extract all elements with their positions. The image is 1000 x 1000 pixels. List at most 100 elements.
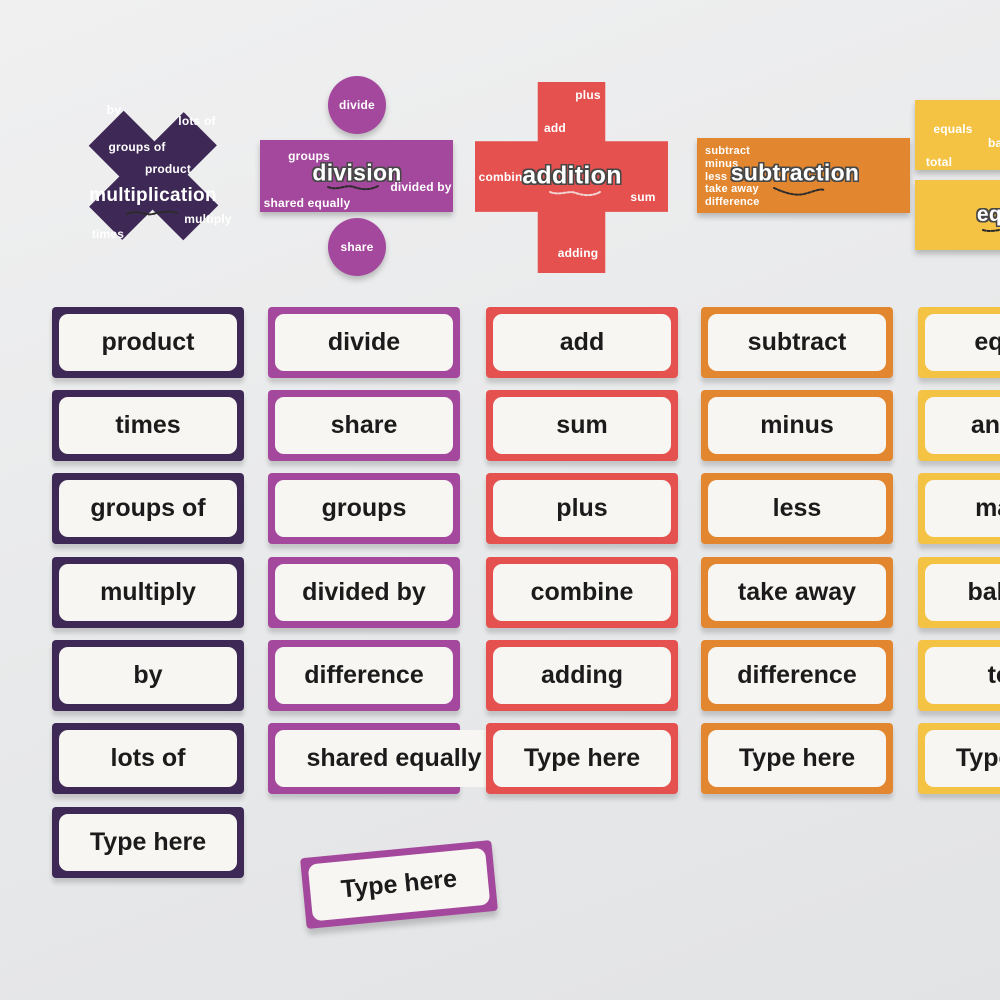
poster-word: sum bbox=[630, 190, 656, 204]
word-card[interactable]: take away bbox=[701, 557, 893, 628]
word-card[interactable]: less bbox=[701, 473, 893, 544]
word-card-label: by bbox=[59, 647, 237, 704]
poster-word: adding bbox=[557, 246, 599, 260]
poster-word: less bbox=[705, 170, 728, 183]
word-card[interactable]: share bbox=[268, 390, 460, 461]
type-here-label[interactable]: Type here bbox=[307, 847, 491, 922]
word-card-label: add bbox=[493, 314, 671, 371]
poster-word: shared equally bbox=[263, 196, 351, 210]
division-bar-icon bbox=[260, 140, 453, 212]
type-here-card[interactable]: Type here bbox=[918, 723, 1000, 794]
type-here-label[interactable]: Type here bbox=[925, 730, 1000, 787]
type-here-card[interactable]: Type here bbox=[486, 723, 678, 794]
word-card[interactable]: by bbox=[52, 640, 244, 711]
word-card-label: groups of bbox=[59, 480, 237, 537]
word-card[interactable]: balance bbox=[918, 557, 1000, 628]
poster-word: equals bbox=[933, 122, 973, 136]
poster-title: equals bbox=[976, 203, 1000, 226]
poster-word: divide bbox=[339, 98, 375, 112]
word-card-label: minus bbox=[708, 397, 886, 454]
word-card-label: answer bbox=[925, 397, 1000, 454]
word-card-label: plus bbox=[493, 480, 671, 537]
multiplication-cross-icon bbox=[58, 81, 248, 271]
scribble-icon bbox=[982, 228, 1000, 232]
word-card[interactable]: subtract bbox=[701, 307, 893, 378]
word-card[interactable]: combine bbox=[486, 557, 678, 628]
word-card[interactable]: equals bbox=[918, 307, 1000, 378]
word-card-label: subtract bbox=[708, 314, 886, 371]
type-here-label[interactable]: Type here bbox=[59, 814, 237, 871]
equals-poster: equals balance total equals bbox=[915, 100, 1000, 250]
word-card[interactable]: groups of bbox=[52, 473, 244, 544]
poster-word: lots of bbox=[178, 114, 216, 128]
poster-word: product bbox=[144, 162, 192, 176]
equals-bar-icon bbox=[915, 100, 1000, 170]
word-card[interactable]: makes bbox=[918, 473, 1000, 544]
poster-word: multiply bbox=[184, 212, 232, 226]
poster-word: minus bbox=[705, 157, 739, 170]
poster-word: combine bbox=[478, 170, 530, 184]
poster-title: multiplication bbox=[89, 185, 217, 206]
word-card[interactable]: lots of bbox=[52, 723, 244, 794]
type-here-card[interactable]: Type here bbox=[701, 723, 893, 794]
type-here-label[interactable]: Type here bbox=[708, 730, 886, 787]
word-card[interactable]: difference bbox=[701, 640, 893, 711]
word-card[interactable]: times bbox=[52, 390, 244, 461]
word-card-label: divided by bbox=[275, 564, 453, 621]
word-card-label: groups bbox=[275, 480, 453, 537]
word-card-label: difference bbox=[708, 647, 886, 704]
equals-bar-icon bbox=[915, 180, 1000, 250]
loose-type-here-card[interactable]: Type here bbox=[300, 839, 498, 930]
word-card-label: sum bbox=[493, 397, 671, 454]
word-card-label: lots of bbox=[59, 730, 237, 787]
type-here-card[interactable]: Type here bbox=[52, 807, 244, 878]
word-card-label: equals bbox=[925, 314, 1000, 371]
division-dot-icon bbox=[328, 76, 386, 134]
word-card[interactable]: add bbox=[486, 307, 678, 378]
poster-word: share bbox=[340, 240, 374, 254]
type-here-label[interactable]: Type here bbox=[493, 730, 671, 787]
word-card-label: take away bbox=[708, 564, 886, 621]
poster-word: difference bbox=[705, 196, 760, 209]
poster-word: times bbox=[91, 227, 125, 241]
word-card[interactable]: difference bbox=[268, 640, 460, 711]
scribble-icon bbox=[549, 191, 601, 197]
division-poster: divide groups division divided by shared… bbox=[260, 76, 453, 276]
word-card-label: total bbox=[925, 647, 1000, 704]
poster-word: groups bbox=[288, 149, 330, 163]
word-card[interactable]: adding bbox=[486, 640, 678, 711]
word-card[interactable]: total bbox=[918, 640, 1000, 711]
scribble-icon bbox=[327, 185, 379, 191]
word-card-label: balance bbox=[925, 564, 1000, 621]
poster-title: addition bbox=[522, 161, 622, 190]
word-card-label: less bbox=[708, 480, 886, 537]
word-card[interactable]: shared equally bbox=[268, 723, 513, 794]
word-card[interactable]: multiply bbox=[52, 557, 244, 628]
poster-title: subtraction bbox=[730, 159, 860, 186]
poster-word: subtract bbox=[705, 145, 750, 157]
poster-word: by bbox=[106, 103, 122, 117]
word-card-label: times bbox=[59, 397, 237, 454]
word-card[interactable]: groups bbox=[268, 473, 460, 544]
word-card[interactable]: minus bbox=[701, 390, 893, 461]
word-card-label: makes bbox=[925, 480, 1000, 537]
multiplication-poster: by lots of groups of product multiplicat… bbox=[58, 81, 248, 271]
word-card-label: combine bbox=[493, 564, 671, 621]
subtraction-poster: subtract minus less take away difference… bbox=[697, 138, 910, 213]
scribble-icon bbox=[126, 210, 178, 216]
word-card[interactable]: plus bbox=[486, 473, 678, 544]
word-card[interactable]: sum bbox=[486, 390, 678, 461]
poster-word: add bbox=[544, 121, 566, 135]
poster-word: divided by bbox=[390, 180, 452, 194]
word-card[interactable]: divided by bbox=[268, 557, 460, 628]
word-card-label: product bbox=[59, 314, 237, 371]
poster-word: groups of bbox=[108, 140, 166, 154]
word-card-label: difference bbox=[275, 647, 453, 704]
word-card[interactable]: answer bbox=[918, 390, 1000, 461]
poster-word: total bbox=[925, 155, 953, 169]
word-card-label: shared equally bbox=[275, 730, 513, 787]
word-card-label: adding bbox=[493, 647, 671, 704]
word-card[interactable]: divide bbox=[268, 307, 460, 378]
word-card[interactable]: product bbox=[52, 307, 244, 378]
